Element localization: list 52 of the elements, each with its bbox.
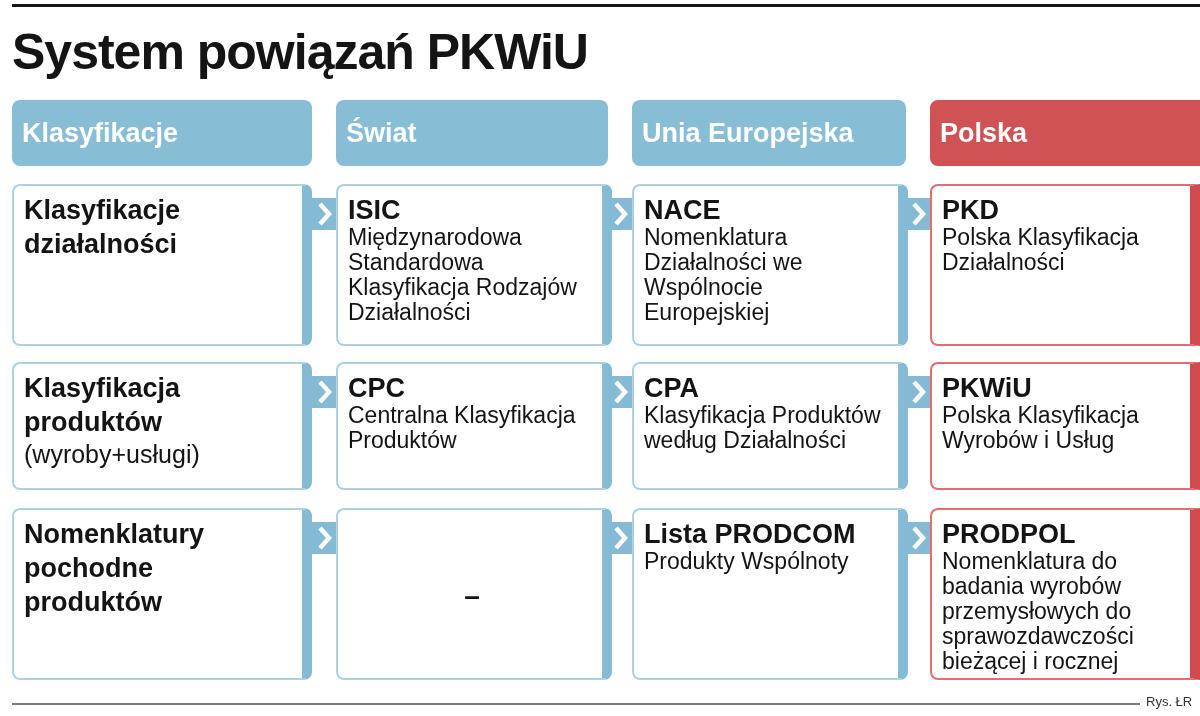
classification-name: Produkty Wspólnoty (644, 549, 849, 574)
chevron-connector (312, 198, 336, 230)
classification-code: NACE (644, 196, 721, 225)
column-header (336, 100, 608, 166)
column-heading: Świat (346, 117, 417, 149)
classification-box (930, 508, 1200, 680)
credit-text: Rys. ŁR (1146, 694, 1193, 710)
dash-text: – (464, 580, 480, 612)
classification-name: Nomenklatura Działalności we Wspólnocie Europejskiej (644, 225, 804, 325)
classification-code: CPC (348, 374, 405, 403)
classification-box (930, 184, 1200, 346)
category-box (12, 508, 312, 680)
classification-box (336, 508, 612, 680)
classification-box (632, 362, 908, 490)
column-header (12, 100, 312, 166)
category-heading: Klasyfikacja produktów (24, 372, 182, 439)
column-heading: Klasyfikacje (22, 117, 179, 149)
classification-code: Lista PRODCOM (644, 520, 856, 549)
classification-box (930, 362, 1200, 490)
classification-box (336, 184, 612, 346)
chevron-connector (908, 522, 930, 554)
category-box (12, 184, 312, 346)
chevron-connector (908, 376, 930, 408)
chevron-connector (312, 522, 336, 554)
classification-name: Polska Klasyfikacja Działalności (942, 225, 1140, 275)
classification-name: Polska Klasyfikacja Wyrobów i Usług (942, 403, 1140, 453)
diagram-title: System powiązań PKWiU (12, 23, 588, 82)
classification-name: Międzynarodowa Standardowa Klasyfikacja Rodzajów Działalności (348, 225, 578, 325)
chevron-connector (612, 198, 632, 230)
classification-code: PRODPOL (942, 520, 1076, 549)
chevron-connector (612, 376, 632, 408)
classification-box (336, 362, 612, 490)
classification-box (632, 184, 908, 346)
column-heading: Unia Europejska (642, 117, 854, 149)
classification-code: PKD (942, 196, 999, 225)
column-header (632, 100, 906, 166)
chevron-connector (908, 198, 930, 230)
chevron-connector (612, 522, 632, 554)
classification-name: Nomenklatura do badania wyrobów przemysłowych do sprawozdawczości bieżącej i rocznej (942, 549, 1135, 674)
classification-box (632, 508, 908, 680)
classification-code: ISIC (348, 196, 401, 225)
classification-name: Centralna Klasyfikacja Produktów (348, 403, 577, 453)
classification-code: CPA (644, 374, 699, 403)
category-heading: Klasyfikacje działalności (24, 194, 182, 261)
category-heading: Nomenklatury pochodne produktów (24, 518, 206, 619)
category-note: (wyroby+usługi) (24, 439, 200, 469)
column-header (930, 100, 1200, 166)
classification-code: PKWiU (942, 374, 1032, 403)
category-box (12, 362, 312, 490)
classification-name: Klasyfikacja Produktów według Działalności (644, 403, 882, 453)
column-heading: Polska (940, 117, 1028, 149)
chevron-connector (312, 376, 336, 408)
